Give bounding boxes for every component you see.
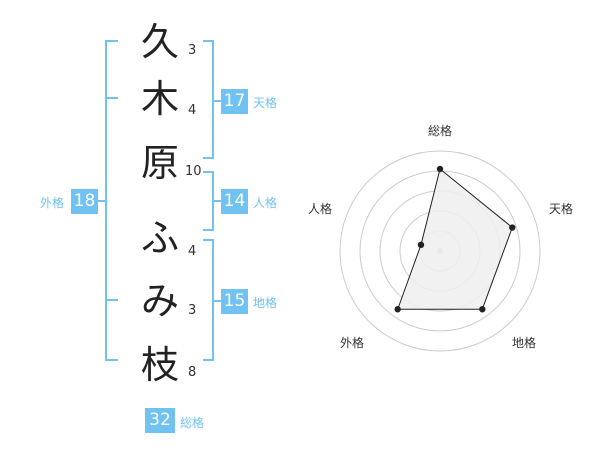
stroke-count-5: 3 bbox=[188, 303, 197, 318]
name-char-2: 木 bbox=[140, 77, 179, 121]
gaikaku-badge: 18 bbox=[71, 189, 98, 214]
jinkaku-badge: 14 bbox=[221, 189, 248, 214]
soukaku-badge: 32 bbox=[145, 408, 175, 433]
stroke-count-2: 4 bbox=[188, 103, 197, 118]
stroke-count-6: 8 bbox=[188, 365, 197, 380]
stroke-count-3: 10 bbox=[185, 164, 202, 179]
radar-point-4 bbox=[394, 306, 401, 313]
radar-point-1 bbox=[436, 165, 444, 173]
radar-polygon bbox=[396, 168, 513, 310]
radar-label-chikaku: 地格 bbox=[512, 336, 537, 350]
radar-point-2 bbox=[509, 224, 516, 231]
radar-label-jinkaku: 人格 bbox=[308, 202, 333, 216]
jinkaku-label: 人格 bbox=[253, 196, 278, 210]
radar-ring bbox=[339, 150, 541, 352]
radar-point-5 bbox=[417, 241, 425, 249]
tenkaku-badge: 17 bbox=[221, 89, 248, 114]
name-char-3: 原 bbox=[140, 141, 179, 185]
name-char-6: 枝 bbox=[140, 343, 179, 387]
radar-label-tenkaku: 天格 bbox=[549, 202, 574, 216]
name-char-5: み bbox=[140, 279, 179, 323]
radar-label-gaikaku: 外格 bbox=[340, 336, 365, 350]
tenkaku-bracket bbox=[203, 40, 214, 159]
radar-points bbox=[394, 165, 516, 313]
stroke-count-1: 3 bbox=[188, 43, 197, 58]
name-char-1: 久 bbox=[140, 20, 179, 64]
chikaku-badge: 15 bbox=[221, 289, 248, 314]
soukaku-label: 総格 bbox=[180, 416, 205, 430]
name-char-4: ふ bbox=[140, 216, 179, 260]
gaikaku-label: 外格 bbox=[40, 196, 65, 210]
stroke-count-4: 4 bbox=[188, 244, 197, 259]
tenkaku-label: 天格 bbox=[253, 96, 278, 110]
chikaku-label: 地格 bbox=[253, 296, 278, 310]
radar-point-3 bbox=[479, 306, 486, 313]
radar-label-soukaku: 総格 bbox=[428, 124, 453, 138]
